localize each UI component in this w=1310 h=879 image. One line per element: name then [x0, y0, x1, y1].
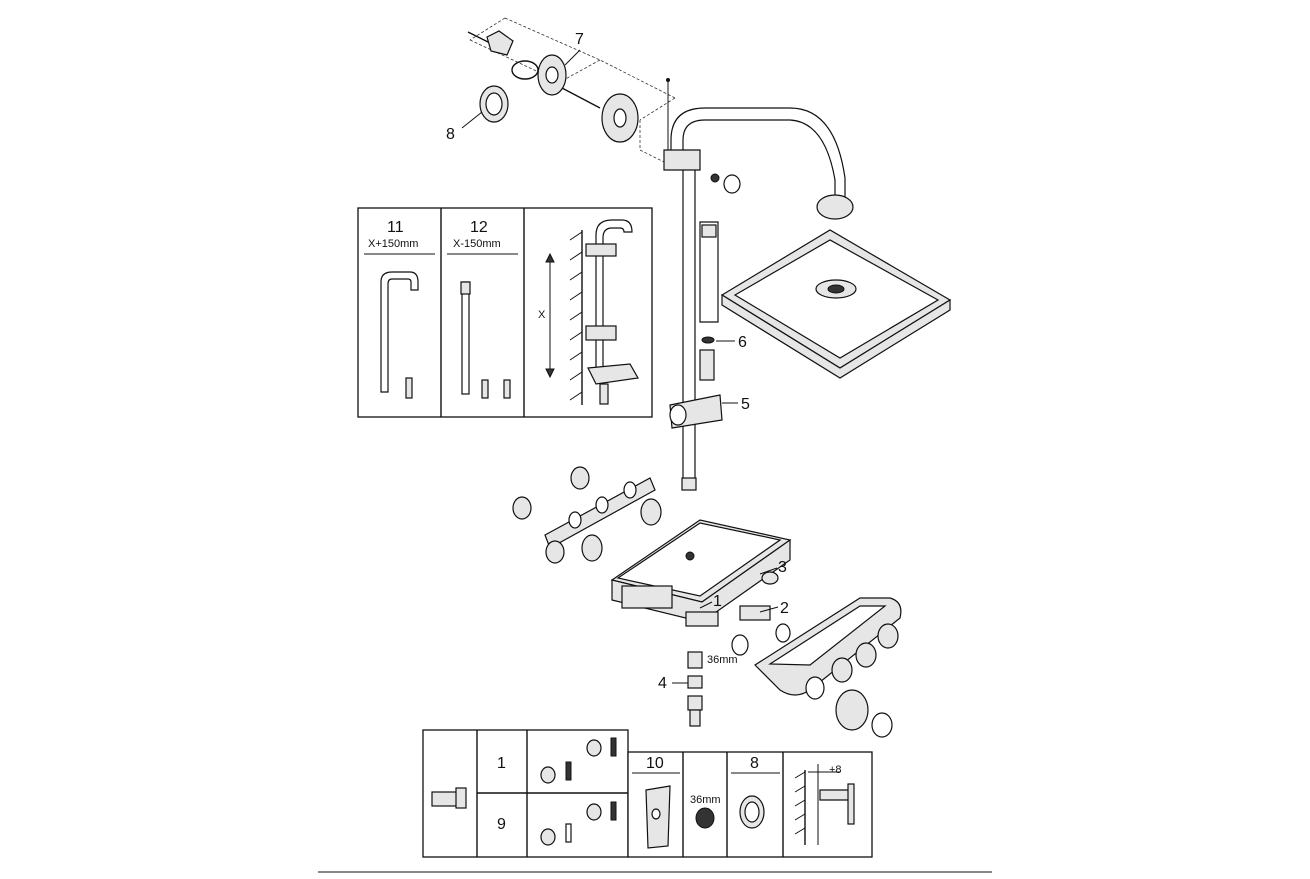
valve-icon: [431, 787, 467, 809]
wall-bracket-icon: [794, 764, 855, 845]
callouts: 7 8 6 5 3 2 1 4 36mm: [446, 31, 789, 692]
inset-col11-dimension: X+150mm: [368, 238, 418, 250]
wrench-size-label: 36mm: [707, 654, 738, 666]
inset-labels: 11 X+150mm 12 X-150mm X: [368, 219, 546, 321]
parts-table: 1 9 10 8 36mm +8: [422, 729, 873, 858]
extension-inset-panel: [357, 207, 653, 418]
table-offset-label: +8: [829, 764, 842, 776]
lower-outlet: [687, 651, 703, 727]
inset-col12-dimension: X-150mm: [453, 238, 501, 250]
callout-2: 2: [780, 600, 789, 617]
thermostat-body: [610, 519, 792, 623]
table-row-1-label: 1: [497, 755, 506, 772]
screw-icon: [467, 30, 514, 56]
handle-cover: [754, 597, 902, 738]
inset-x-label: X: [538, 309, 546, 321]
callout-8: 8: [446, 126, 455, 143]
callout-7: 7: [575, 31, 584, 48]
thermometer-icon-row9: [540, 801, 617, 846]
callout-1: 1: [713, 593, 722, 610]
callout-4: 4: [658, 675, 667, 692]
callout-3: 3: [778, 559, 787, 576]
thermometer-icon: [540, 737, 617, 784]
seal-ring-icon-table: [739, 795, 765, 829]
seal-ring-icon: [479, 85, 509, 123]
callout-6: 6: [738, 334, 747, 351]
callout-5: 5: [741, 396, 750, 413]
mounting-plate: [512, 466, 662, 564]
wall-bracket-assembly: [467, 17, 681, 171]
inset-col12-number: 12: [470, 219, 488, 236]
table-col-8-label: 8: [750, 755, 759, 772]
hand-shower: [669, 221, 723, 429]
table-col-10-label: 10: [646, 755, 664, 772]
table-wrench-size: 36mm: [690, 794, 721, 806]
cartridge-icon: [685, 605, 791, 656]
wrench-icon: [645, 785, 671, 849]
shower-head: [720, 229, 952, 379]
inset-col11-number: 11: [387, 219, 404, 236]
flange: [537, 54, 567, 96]
table-row-9-label: 9: [497, 816, 506, 833]
rosette: [601, 93, 639, 143]
